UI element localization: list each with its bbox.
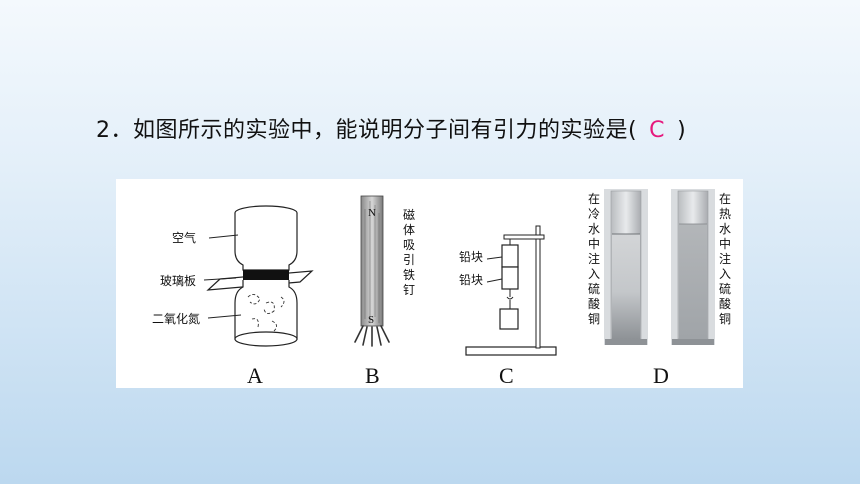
svg-text:热: 热: [719, 207, 731, 221]
pole-n: N: [368, 207, 376, 219]
svg-text:在: 在: [719, 192, 731, 206]
svg-text:冷: 冷: [588, 207, 600, 221]
svg-text:铜: 铜: [719, 311, 731, 326]
svg-text:酸: 酸: [719, 296, 731, 311]
caption-a: A: [247, 363, 263, 388]
svg-text:入: 入: [719, 267, 731, 281]
question-close: ): [677, 118, 687, 143]
caption-d: D: [653, 363, 669, 388]
svg-text:入: 入: [588, 267, 600, 281]
svg-text:磁: 磁: [403, 207, 415, 222]
question-body: 如图所示的实验中，能说明分子间有引力的实验是(: [133, 118, 638, 143]
svg-text:引: 引: [403, 253, 415, 267]
svg-text:酸: 酸: [588, 296, 600, 311]
question-number: 2．: [96, 118, 133, 143]
svg-text:铜: 铜: [588, 311, 600, 326]
svg-text:铁: 铁: [403, 268, 415, 282]
label-hot-water-copper-sulfate: 在 热 水 中 注 入 硫 酸 铜: [719, 192, 731, 326]
pole-s: S: [368, 314, 374, 326]
label-lead-block-1: 铅块: [459, 250, 483, 264]
caption-b: B: [365, 363, 380, 388]
experiment-b: N S 磁 体 吸 引 铁 钉 B: [354, 195, 415, 388]
svg-text:注: 注: [719, 251, 731, 266]
question-text: 2．如图所示的实验中，能说明分子间有引力的实验是( C): [96, 112, 686, 144]
answer-fill: C: [649, 118, 666, 143]
label-nitrogen-dioxide: 二氧化氮: [152, 311, 200, 326]
svg-text:水: 水: [719, 222, 731, 236]
label-glass-plate: 玻璃板: [160, 274, 196, 288]
svg-text:钉: 钉: [403, 283, 415, 297]
svg-text:中: 中: [588, 236, 600, 251]
svg-text:水: 水: [588, 222, 600, 236]
svg-text:体: 体: [403, 223, 415, 237]
experiment-d: 在 冷 水 中 注 入 硫 酸 铜 在 热 水 中 注 入 硫 酸 铜 D: [588, 189, 731, 388]
label-air: 空气: [172, 230, 196, 245]
svg-text:中: 中: [719, 236, 731, 251]
experiment-a: 空气 玻璃板 二氧化氮 A: [152, 205, 314, 388]
caption-c: C: [499, 363, 514, 388]
svg-text:吸: 吸: [403, 238, 415, 252]
svg-text:注: 注: [588, 251, 600, 266]
svg-text:硫: 硫: [719, 281, 731, 296]
experiment-c: 铅块 铅块 C: [459, 225, 557, 388]
svg-text:硫: 硫: [588, 281, 600, 296]
label-cold-water-copper-sulfate: 在 冷 水 中 注 入 硫 酸 铜: [588, 192, 600, 326]
label-lead-block-2: 铅块: [459, 273, 483, 287]
label-magnet-attracts-nails: 磁 体 吸 引 铁 钉: [403, 207, 415, 297]
svg-text:在: 在: [588, 192, 600, 206]
experiment-figure: 空气 玻璃板 二氧化氮 A N S: [116, 179, 743, 388]
